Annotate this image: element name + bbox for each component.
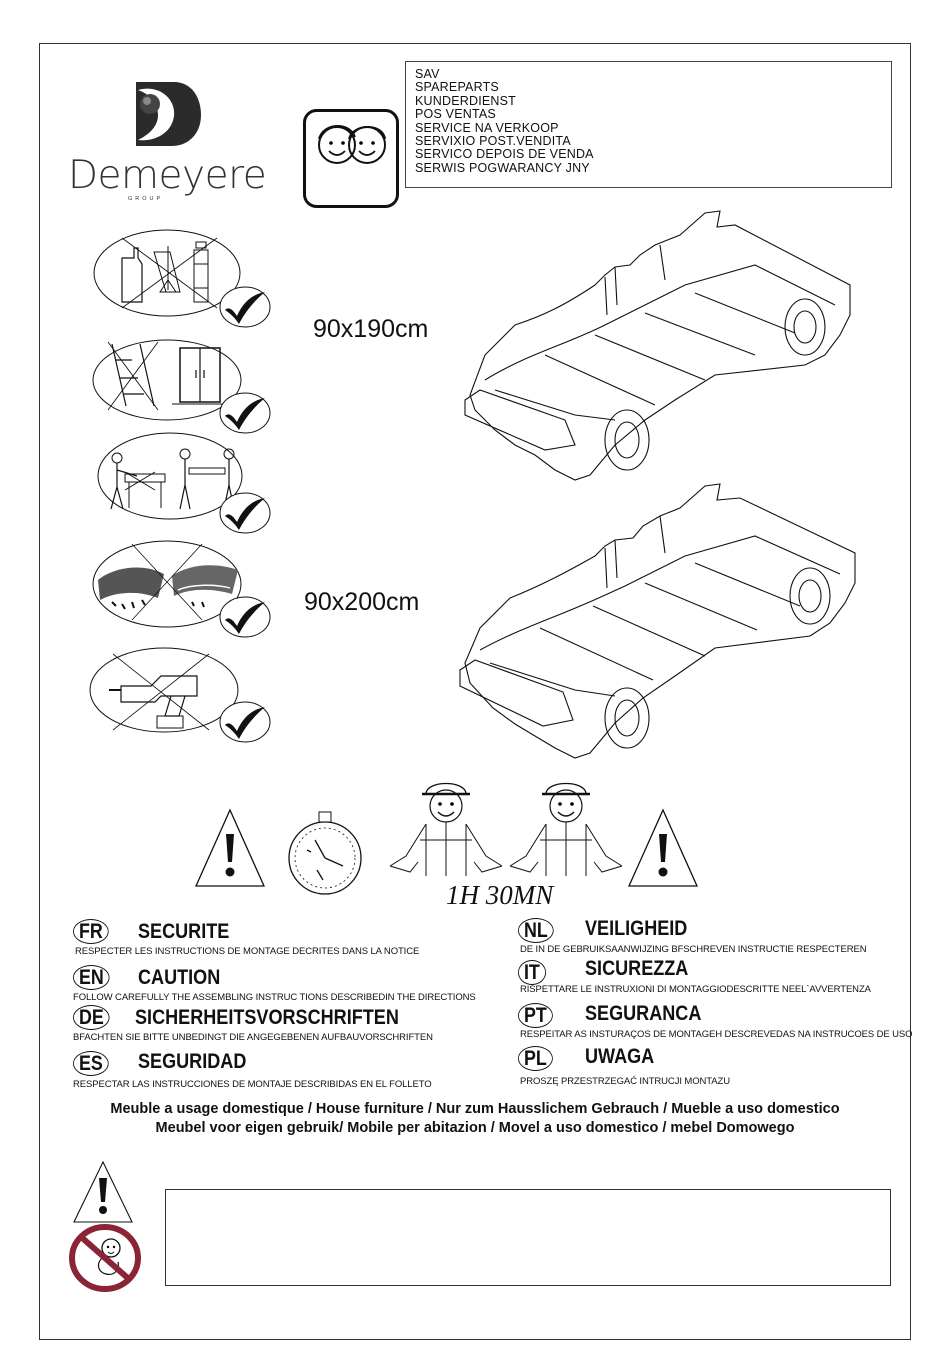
car-bed-illustration — [459, 483, 856, 759]
safety-title-de: SICHERHEITSVORSCHRIFTEN — [135, 1006, 399, 1029]
size-label-190: 90x190cm — [313, 315, 429, 343]
usage-line-1: Meuble a usage domestique / House furnit… — [110, 1101, 840, 1117]
service-line: SERVICO DEPOIS DE VENDA — [415, 147, 594, 162]
soft-surface-icon — [92, 540, 242, 628]
usage-line-2: Meubel voor eigen gebruik/ Mobile per ab… — [155, 1120, 795, 1136]
safety-title-pt: SEGURANCA — [585, 1002, 702, 1025]
safety-desc-it: RISPETTARE LE INSTRUXIONI DI MONTAGGIODE… — [520, 984, 871, 995]
no-children-icon — [69, 1224, 141, 1292]
lang-code-fr: FR — [73, 919, 109, 944]
lang-code-en: EN — [73, 965, 110, 990]
safety-title-en: CAUTION — [138, 966, 221, 989]
checkmark-icon — [219, 286, 271, 328]
safety-title-it: SICUREZZA — [585, 957, 689, 980]
service-box: SAV SPAREPARTS KUNDERDIENST POS VENTAS S… — [405, 61, 892, 188]
brand-name: Demeyere — [68, 153, 267, 198]
checkmark-icon — [219, 701, 271, 743]
warning-triangle-icon — [627, 808, 699, 887]
safety-desc-fr: RESPECTER LES INSTRUCTIONS DE MONTAGE DE… — [75, 946, 420, 957]
safety-desc-es: RESPECTAR LAS INSTRUCCIONES DE MONTAJE D… — [73, 1079, 432, 1090]
service-line: SERVICE NA VERKOOP — [415, 120, 559, 135]
no-drill-icon — [89, 647, 239, 733]
assembly-time: 1H 30MN — [446, 880, 554, 910]
safety-desc-pt: RESPEITAR AS INSTURAÇOS DE MONTAGEH DESC… — [520, 1029, 913, 1040]
lang-code-de: DE — [73, 1005, 110, 1030]
kids-faces-icon — [303, 109, 399, 208]
stopwatch-icon — [288, 811, 362, 895]
service-line: KUNDERDIENST — [415, 93, 517, 108]
service-line: SPAREPARTS — [415, 80, 499, 95]
checkmark-icon — [219, 596, 271, 638]
brand-sub: GROUP — [128, 196, 164, 202]
lang-code-it: IT — [518, 960, 546, 985]
safety-title-nl: VEILIGHEID — [585, 917, 688, 940]
safety-title-es: SEGURIDAD — [138, 1050, 247, 1073]
worker-icon — [389, 782, 503, 876]
checkmark-icon — [219, 392, 271, 434]
service-line: SERVIXIO POST.VENDITA — [415, 134, 571, 149]
service-line: SERWIS POGWARANCY JNY — [415, 160, 590, 175]
safety-title-pl: UWAGA — [585, 1045, 655, 1068]
lang-code-pl: PL — [518, 1046, 553, 1071]
two-person-lift-icon — [97, 432, 243, 520]
service-line: SAV — [415, 67, 440, 81]
demeyere-logo-icon — [136, 82, 201, 146]
warning-triangle-icon — [73, 1160, 133, 1223]
safety-desc-pl: PROSZĘ PRZESTRZEGAĆ INTRUCJI MONTAZU — [520, 1076, 730, 1087]
safety-title-fr: SECURITE — [138, 920, 230, 943]
safety-desc-en: FOLLOW CAREFULLY THE ASSEMBLING INSTRUC … — [73, 992, 476, 1003]
warning-text-box — [165, 1189, 891, 1286]
service-line: POS VENTAS — [415, 107, 496, 122]
car-bed-illustration — [464, 210, 851, 481]
page-frame — [39, 43, 911, 1340]
size-label-200: 90x200cm — [304, 588, 420, 616]
lang-code-es: ES — [73, 1051, 109, 1076]
checkmark-icon — [219, 492, 271, 534]
no-chemicals-icon — [93, 229, 241, 317]
safety-desc-nl: DE IN DE GEBRUIKSAANWIJZING BFSCHREVEN I… — [520, 944, 867, 955]
safety-desc-de: BFACHTEN SIE BITTE UNBEDINGT DIE ANGEGEB… — [73, 1032, 433, 1043]
no-ladder-icon — [92, 339, 242, 421]
lang-code-nl: NL — [518, 918, 554, 943]
worker-icon — [509, 782, 623, 876]
warning-triangle-icon — [194, 808, 266, 887]
lang-code-pt: PT — [518, 1003, 553, 1028]
